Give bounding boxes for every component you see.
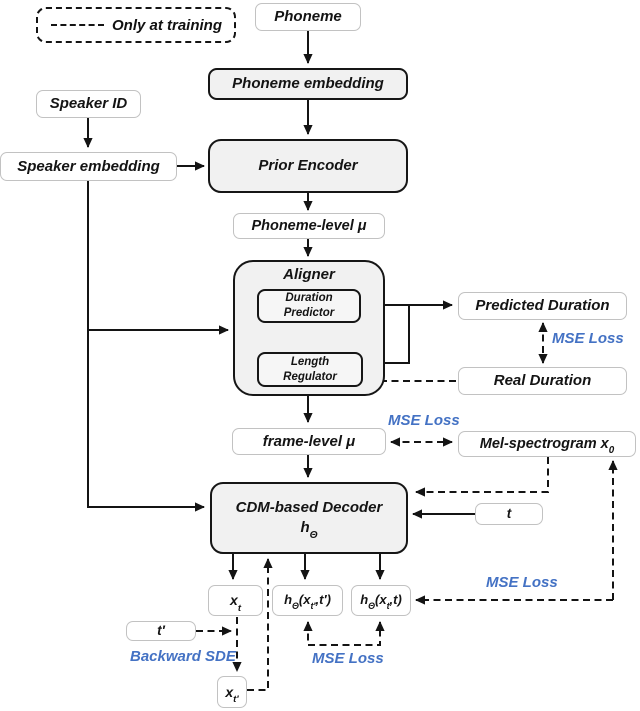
phoneme-level-mu-node: Phoneme-level μ bbox=[233, 213, 385, 239]
h-xtprime-node: hΘ(xt′,t′) bbox=[272, 585, 343, 616]
phoneme-embedding-node: Phoneme embedding bbox=[208, 68, 408, 100]
x-t-prime-text: x bbox=[225, 683, 234, 700]
mel-spectrogram-text: Mel-spectrogram x bbox=[479, 435, 609, 452]
x-t-label: xt bbox=[230, 592, 241, 613]
legend-label: Only at training bbox=[112, 16, 223, 34]
predicted-duration-node: Predicted Duration bbox=[458, 292, 627, 320]
length-regulator-label-line1: Length bbox=[290, 355, 330, 368]
speaker-id-label: Speaker ID bbox=[49, 95, 128, 113]
mse-loss-bracket-label: MSE Loss bbox=[312, 650, 384, 667]
h-xt-s2: t bbox=[386, 601, 390, 612]
training-legend: Only at training bbox=[36, 7, 236, 43]
prior-encoder-label: Prior Encoder bbox=[258, 157, 358, 175]
x-t-prime-sub: t′ bbox=[233, 694, 239, 706]
mse-loss-duration-label: MSE Loss bbox=[552, 330, 624, 347]
backward-sde-label: Backward SDE bbox=[130, 648, 236, 665]
length-regulator-label-line2: Regulator bbox=[283, 370, 337, 383]
h-xt-s1: Θ bbox=[368, 601, 376, 612]
x-t-sub: t bbox=[237, 602, 241, 614]
phoneme-node: Phoneme bbox=[255, 3, 361, 31]
mel-spectrogram-node: Mel-spectrogram x0 bbox=[458, 431, 636, 457]
cdm-decoder-label-line1: CDM-based Decoder bbox=[235, 498, 383, 516]
real-duration-label: Real Duration bbox=[493, 372, 592, 390]
prior-encoder-node: Prior Encoder bbox=[208, 139, 408, 193]
duration-predictor-node: Duration Predictor bbox=[257, 289, 361, 323]
x-t-prime-label: xt′ bbox=[225, 683, 238, 705]
mel-spectrogram-sub: 0 bbox=[608, 445, 615, 457]
h-xt-t1: h bbox=[360, 592, 369, 608]
h-xtprime-label: hΘ(xt′,t′) bbox=[284, 592, 331, 612]
t-node: t bbox=[475, 503, 543, 525]
speaker-id-node: Speaker ID bbox=[36, 90, 141, 118]
t-prime-label: t′ bbox=[157, 623, 165, 639]
h-xtprime-t3: ,t′) bbox=[315, 592, 331, 608]
phoneme-label: Phoneme bbox=[274, 8, 342, 26]
duration-predictor-label-line1: Duration bbox=[285, 292, 333, 305]
h-xtprime-s1: Θ bbox=[292, 601, 299, 612]
dashed-line-icon bbox=[51, 24, 104, 26]
h-xt-t2: (x bbox=[375, 592, 387, 608]
decoder-h-sub: Θ bbox=[309, 529, 318, 541]
cdm-decoder-node: CDM-based Decoder hΘ bbox=[210, 482, 408, 554]
h-xtprime-s2: t′ bbox=[310, 601, 316, 612]
cdm-decoder-label-line2: hΘ bbox=[300, 518, 318, 541]
phoneme-embedding-label: Phoneme embedding bbox=[232, 75, 384, 93]
mse-loss-right-label: MSE Loss bbox=[486, 574, 558, 591]
speaker-embedding-node: Speaker embedding bbox=[0, 152, 177, 181]
h-xtprime-t1: h bbox=[284, 592, 293, 608]
t-label: t bbox=[506, 506, 512, 522]
mel-spectrogram-label: Mel-spectrogram x0 bbox=[479, 435, 615, 457]
phoneme-level-mu-label: Phoneme-level μ bbox=[251, 217, 367, 234]
decoder-h-text: h bbox=[300, 519, 310, 536]
h-xt-label: hΘ(xt,t) bbox=[360, 592, 402, 612]
t-prime-node: t′ bbox=[126, 621, 196, 641]
frame-level-mu-label: frame-level μ bbox=[262, 432, 356, 450]
h-xtprime-t2: (x bbox=[298, 592, 311, 608]
mse-loss-frame-label: MSE Loss bbox=[388, 412, 460, 429]
frame-level-mu-node: frame-level μ bbox=[232, 428, 386, 455]
x-t-prime-node: xt′ bbox=[217, 676, 247, 708]
speaker-embedding-label: Speaker embedding bbox=[17, 157, 160, 175]
length-regulator-node: Length Regulator bbox=[257, 352, 363, 387]
h-xt-node: hΘ(xt,t) bbox=[351, 585, 411, 616]
duration-predictor-label-line2: Predictor bbox=[283, 307, 335, 319]
aligner-label: Aligner bbox=[283, 266, 335, 283]
predicted-duration-label: Predicted Duration bbox=[475, 297, 610, 315]
real-duration-node: Real Duration bbox=[458, 367, 627, 395]
x-t-node: xt bbox=[208, 585, 263, 616]
x-t-text: x bbox=[230, 592, 238, 609]
h-xt-t3: ,t) bbox=[389, 592, 402, 608]
